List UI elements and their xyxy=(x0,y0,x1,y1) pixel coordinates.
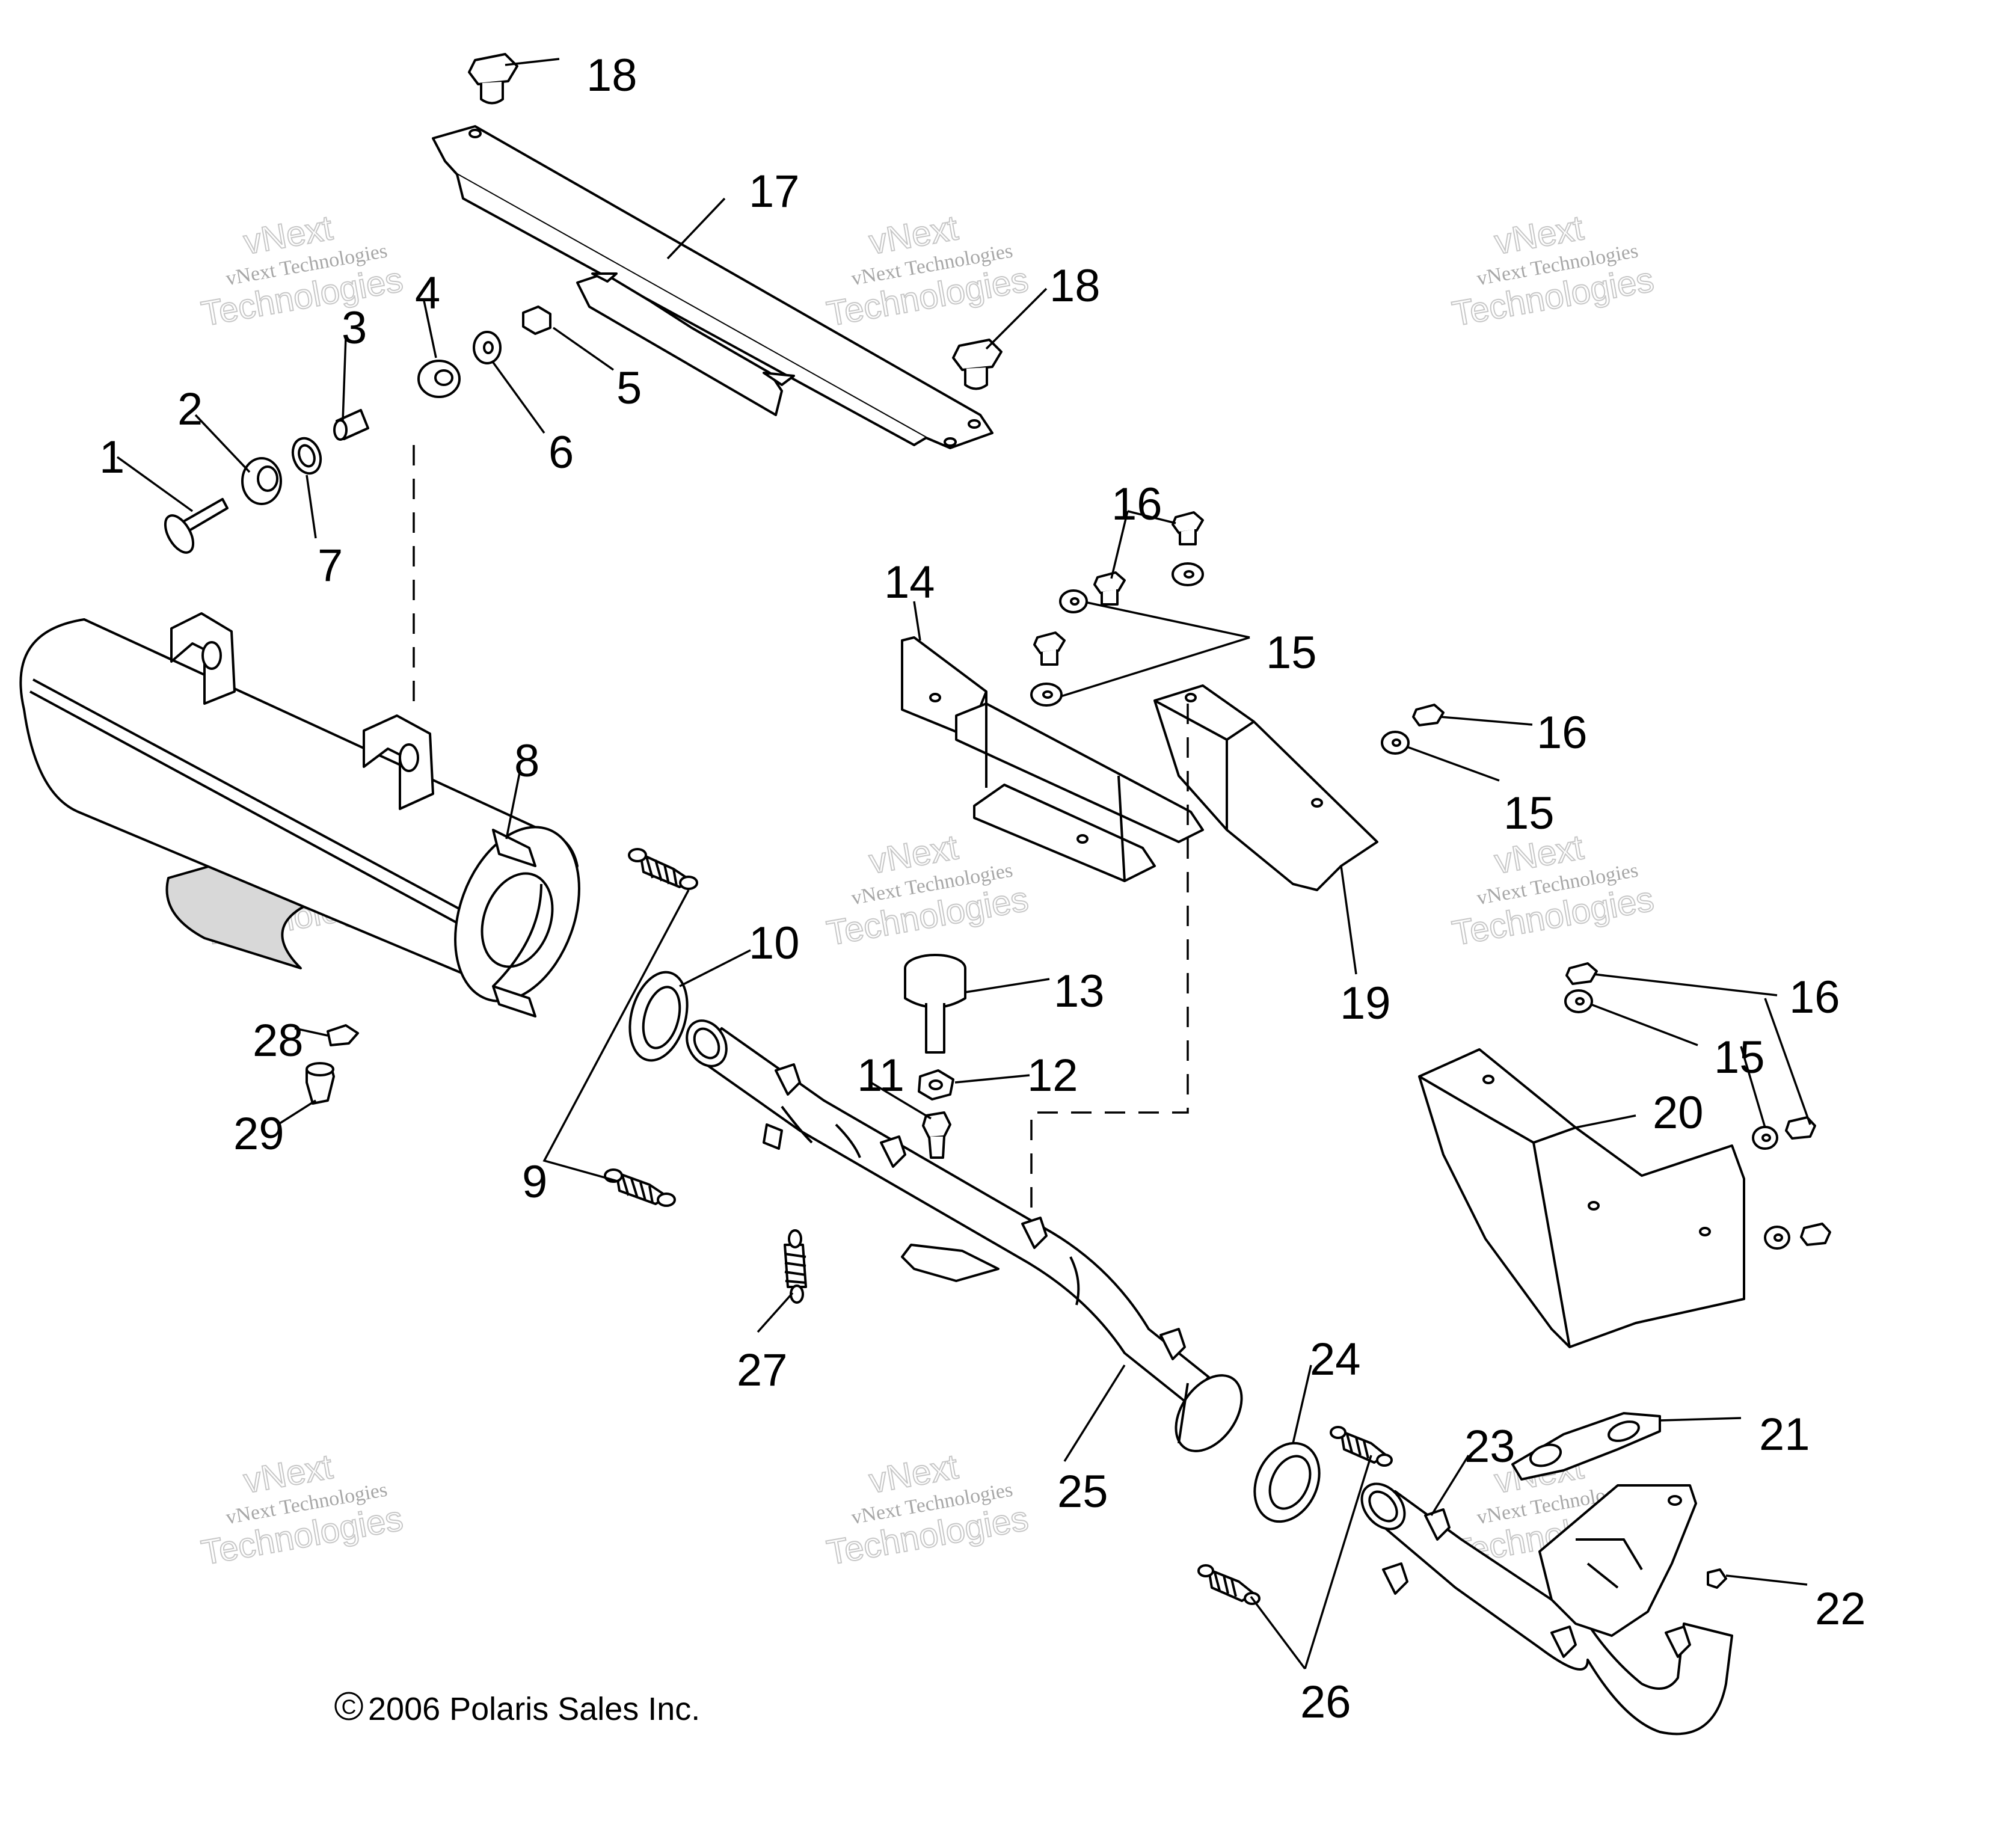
callout-4: 4 xyxy=(415,268,440,319)
callout-2: 2 xyxy=(177,384,203,435)
callout-23: 23 xyxy=(1464,1421,1515,1472)
part-11-bolt xyxy=(922,1111,951,1159)
part-16-bolt-b xyxy=(1412,704,1445,726)
part-8-muffler xyxy=(19,612,580,1018)
callout-8: 8 xyxy=(514,735,539,787)
leader-lines xyxy=(116,58,1811,1670)
callout-19: 19 xyxy=(1340,978,1391,1029)
part-6-washer xyxy=(473,331,502,364)
callout-16: 16 xyxy=(1111,479,1162,530)
callout-15: 15 xyxy=(1714,1032,1765,1083)
callout-10: 10 xyxy=(749,918,800,969)
callout-6: 6 xyxy=(548,427,574,478)
callout-24: 24 xyxy=(1310,1334,1361,1385)
part-16-bolt-a2 xyxy=(1093,571,1126,606)
part-15-washer-c2 xyxy=(1752,1126,1778,1150)
part-9-spring-lower xyxy=(604,1168,676,1207)
copyright: C 2006 Polaris Sales Inc. xyxy=(334,1691,700,1727)
part-22-stud xyxy=(1707,1568,1727,1589)
part-14-heat-shield xyxy=(901,636,1204,882)
callout-17: 17 xyxy=(749,166,800,217)
part-26-spring-lower xyxy=(1197,1564,1261,1605)
callout-11: 11 xyxy=(857,1050,904,1101)
copyright-symbol: C xyxy=(342,1696,357,1719)
callout-5: 5 xyxy=(616,363,642,414)
part-13-bumper xyxy=(904,954,966,1054)
part-10-gasket xyxy=(628,971,689,1062)
part-21-gasket xyxy=(1511,1412,1661,1481)
part-16-bolt-a1 xyxy=(1172,511,1204,545)
part-15-washer-c1 xyxy=(1564,989,1593,1013)
part-16-bolt-a3 xyxy=(1033,631,1066,666)
callout-18: 18 xyxy=(1049,260,1101,312)
callout-16: 16 xyxy=(1789,972,1840,1023)
part-16-bolt-c2 xyxy=(1785,1116,1816,1140)
callout-25: 25 xyxy=(1057,1466,1108,1517)
callout-15: 15 xyxy=(1266,627,1317,678)
part-4-grommet xyxy=(417,360,461,398)
part-1-bolt xyxy=(164,498,229,554)
part-16-bolt-c3 xyxy=(1800,1223,1831,1246)
callout-14: 14 xyxy=(884,557,935,608)
part-15-washer-a2 xyxy=(1172,562,1204,586)
callout-15: 15 xyxy=(1503,788,1555,839)
part-9-spring-upper xyxy=(628,848,698,890)
part-26-spring-upper xyxy=(1330,1426,1393,1467)
callout-16: 16 xyxy=(1537,707,1588,758)
callout-13: 13 xyxy=(1054,966,1105,1017)
part-7-washer xyxy=(291,437,322,475)
part-27-spring xyxy=(784,1229,807,1304)
part-29-bolt xyxy=(306,1062,335,1105)
part-15-washer-a3 xyxy=(1030,683,1063,707)
callout-18: 18 xyxy=(586,50,637,101)
part-5-nut xyxy=(522,305,551,335)
part-25-mid-pipe xyxy=(686,1019,1243,1452)
callout-22: 22 xyxy=(1815,1583,1866,1635)
part-16-bolt-c1 xyxy=(1565,962,1598,985)
part-19-heat-shield xyxy=(1153,684,1378,891)
part-2-bushing xyxy=(241,457,282,505)
callout-3: 3 xyxy=(342,302,367,354)
part-17-bracket xyxy=(432,125,993,449)
part-15-washer-a1 xyxy=(1059,589,1088,613)
part-24-gasket xyxy=(1253,1441,1321,1523)
callout-12: 12 xyxy=(1027,1050,1078,1101)
callout-9: 9 xyxy=(522,1156,547,1208)
callout-26: 26 xyxy=(1300,1677,1351,1728)
callout-29: 29 xyxy=(233,1108,284,1159)
callout-7: 7 xyxy=(318,540,343,591)
part-15-washer-c3 xyxy=(1764,1226,1790,1250)
part-28-nut xyxy=(327,1024,359,1046)
callout-1: 1 xyxy=(99,432,124,483)
part-3-sleeve xyxy=(333,409,369,441)
part-23-head-pipe xyxy=(1360,1482,1733,1736)
alignment-line-19-25 xyxy=(1030,704,1189,1221)
callout-20: 20 xyxy=(1653,1087,1704,1138)
part-18-bolt-top xyxy=(468,53,518,105)
part-12-nut xyxy=(918,1069,954,1101)
callout-21: 21 xyxy=(1759,1409,1810,1460)
callout-28: 28 xyxy=(253,1015,304,1066)
part-18-bolt-mid xyxy=(952,339,1003,390)
part-15-washer-b xyxy=(1381,731,1410,755)
callout-27: 27 xyxy=(737,1345,788,1396)
copyright-text: 2006 Polaris Sales Inc. xyxy=(368,1691,700,1727)
